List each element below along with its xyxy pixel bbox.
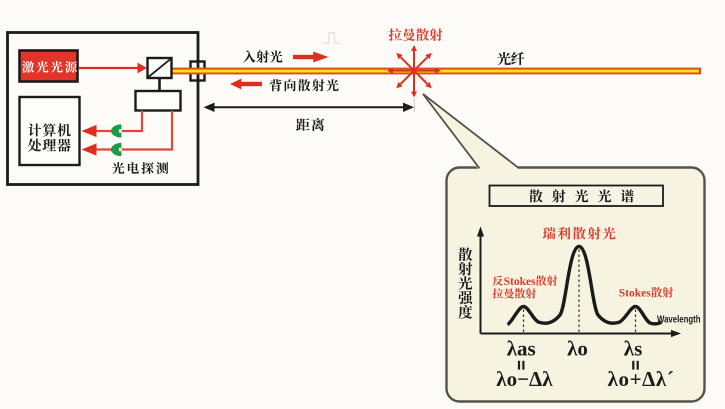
svg-text:Stokes: Stokes — [619, 288, 651, 300]
svg-text:λo: λo — [567, 337, 588, 361]
svg-text:λs: λs — [624, 337, 643, 361]
svg-text:Wavelength: Wavelength — [657, 314, 701, 325]
svg-text:λo−Δλ: λo−Δλ — [496, 367, 553, 391]
svg-text:λo+Δλ´: λo+Δλ´ — [608, 367, 675, 391]
svg-text:Stokes: Stokes — [504, 276, 536, 288]
svg-text:λas: λas — [507, 337, 536, 361]
